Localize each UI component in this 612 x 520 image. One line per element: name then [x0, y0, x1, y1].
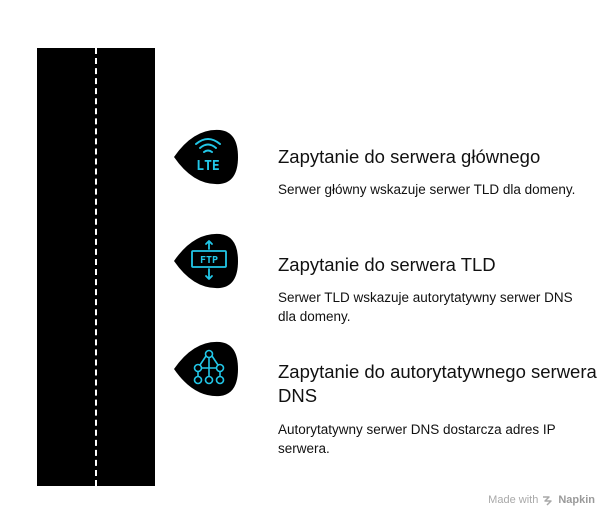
network-nodes-icon [193, 349, 225, 385]
napkin-logo-icon [543, 495, 553, 506]
credit-prefix: Made with [488, 494, 539, 506]
step-3-marker [172, 340, 240, 398]
step-1-marker: LTE [172, 128, 240, 186]
step-3-title: Zapytanie do autorytatywnego serwera DNS [278, 361, 597, 406]
credit-brand: Napkin [558, 494, 595, 506]
step-1-title: Zapytanie do serwera głównego [278, 146, 541, 167]
step-3-description: Autorytatywny serwer DNS dostarcza adres… [278, 422, 556, 456]
road-center-line [95, 48, 97, 486]
road [37, 48, 155, 486]
step-2-description: Serwer TLD wskazuje autorytatywny serwer… [278, 290, 573, 324]
ftp-label: FTP [200, 255, 218, 266]
step-2-title: Zapytanie do serwera TLD [278, 254, 496, 275]
step-1-description: Serwer główny wskazuje serwer TLD dla do… [278, 182, 576, 197]
made-with-credit: Made with Napkin [488, 494, 595, 506]
lte-signal-icon [195, 138, 221, 153]
step-2-marker: FTP [172, 232, 240, 290]
ftp-transfer-icon [191, 240, 227, 280]
lte-label: LTE [196, 159, 219, 174]
